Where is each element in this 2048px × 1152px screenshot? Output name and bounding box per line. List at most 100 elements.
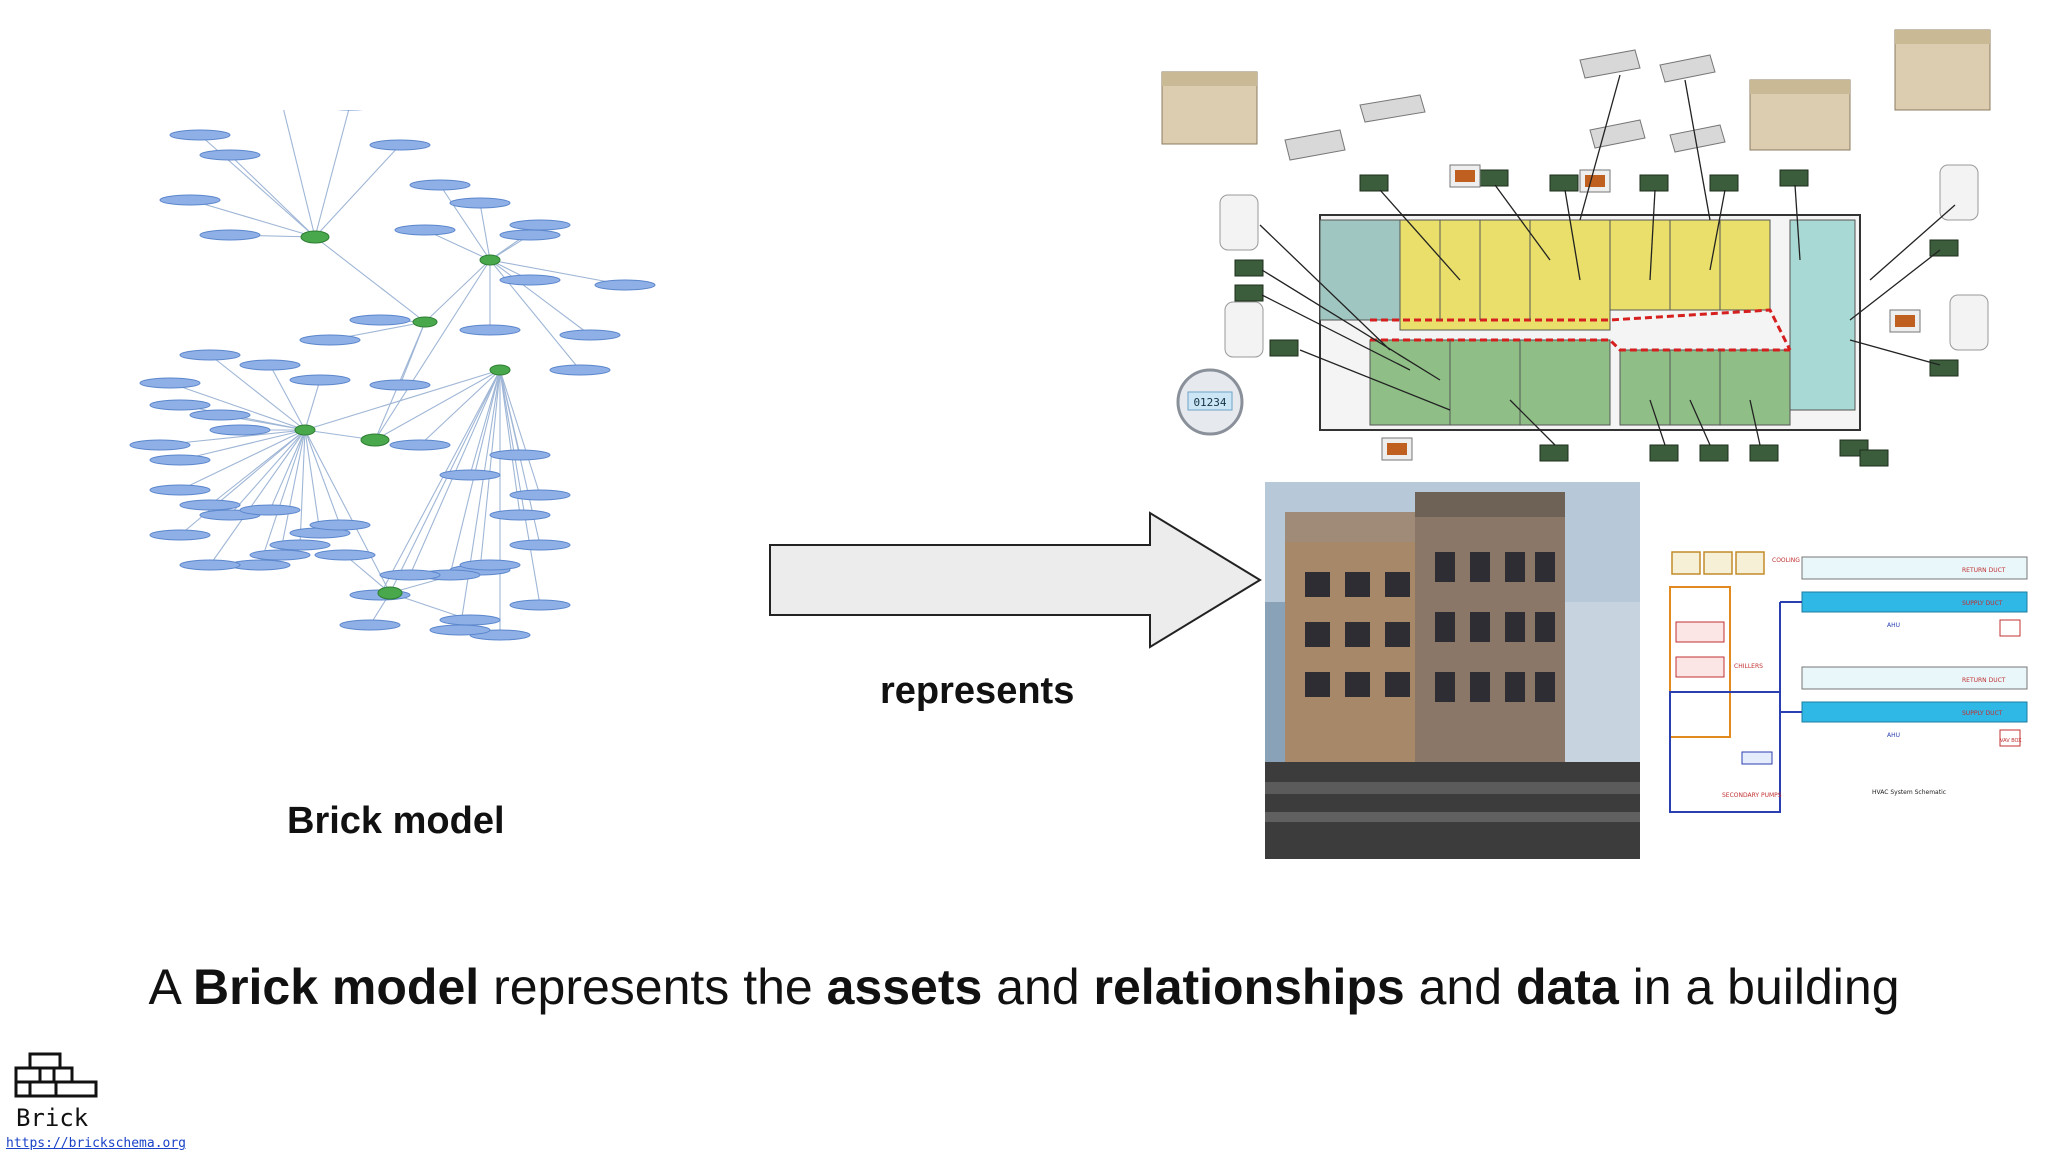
graph-node <box>489 509 551 521</box>
building-plan <box>1319 214 1861 431</box>
graph-edge <box>379 369 501 596</box>
graph-node <box>149 399 211 411</box>
graph-hub-node <box>294 424 316 436</box>
sensor-board-icon <box>1234 169 1959 467</box>
graph-edge <box>499 369 521 516</box>
graph-edge <box>479 202 491 261</box>
graph-edge <box>299 429 306 546</box>
graph-node <box>459 559 521 571</box>
brickschema-link[interactable]: https://brickschema.org <box>6 1136 187 1151</box>
graph-edge <box>344 554 391 594</box>
svg-text:RETURN DUCT: RETURN DUCT <box>1962 567 2006 574</box>
graph-node <box>594 279 656 291</box>
graph-node <box>309 519 371 531</box>
svg-text:HVAC System Schematic: HVAC System Schematic <box>1872 789 1946 796</box>
graph-node <box>549 364 611 376</box>
graph-node <box>199 149 261 161</box>
brick-logo-text: Brick <box>16 1104 89 1132</box>
graph-node <box>299 334 361 346</box>
graph-edge <box>283 110 316 238</box>
meter-icon: 01234 <box>1176 368 1244 436</box>
graph-edge <box>314 236 426 323</box>
graph-edge <box>179 429 306 536</box>
smart-plug-icon <box>1219 164 1989 358</box>
graph-edge <box>419 369 501 446</box>
tagline-text: in a building <box>1618 959 1900 1015</box>
graph-node <box>339 619 401 631</box>
graph-node <box>269 539 331 551</box>
tagline-assets: assets <box>826 959 983 1015</box>
graph-edge <box>209 429 306 506</box>
graph-node <box>289 374 351 386</box>
graph-edge <box>269 364 306 431</box>
graph-node <box>369 379 431 391</box>
graph-node <box>239 359 301 371</box>
graph-node <box>499 274 561 286</box>
graph-node <box>149 484 211 496</box>
brick-model-graph <box>129 110 656 641</box>
represents-arrow <box>769 511 1262 649</box>
floorplan-image: 01234 <box>1161 29 1991 467</box>
graph-node <box>179 499 241 511</box>
graph-node <box>239 504 301 516</box>
graph-hub-node <box>300 230 330 244</box>
graph-edge <box>179 429 306 461</box>
graph-hub-node <box>412 316 438 328</box>
graph-node <box>129 439 191 451</box>
graph-node <box>509 599 571 611</box>
graph-node <box>169 129 231 141</box>
brick-model-label: Brick model <box>287 800 505 842</box>
graph-node <box>179 559 241 571</box>
graph-node <box>189 409 251 421</box>
graph-node <box>559 329 621 341</box>
svg-text:01234: 01234 <box>1193 396 1226 409</box>
graph-node <box>459 324 521 336</box>
svg-text:RETURN DUCT: RETURN DUCT <box>1962 677 2006 684</box>
graph-node <box>314 549 376 561</box>
graph-node <box>149 454 211 466</box>
graph-edge <box>374 369 501 441</box>
graph-edge <box>499 369 541 496</box>
graph-edge <box>269 429 306 511</box>
graph-edge <box>209 354 306 431</box>
graph-edge <box>304 429 341 526</box>
graph-hub-node <box>360 433 390 447</box>
svg-text:CHILLERS: CHILLERS <box>1734 663 1763 670</box>
tagline: A Brick model represents the assets and … <box>0 958 2048 1016</box>
graph-edge <box>489 259 626 286</box>
svg-text:AHU: AHU <box>1887 732 1900 739</box>
graph-edge <box>189 199 316 238</box>
graph-node <box>199 229 261 241</box>
graph-edge <box>179 429 306 491</box>
tagline-relationships: relationships <box>1093 959 1405 1015</box>
graph-node <box>149 529 211 541</box>
graph-edge <box>169 382 306 431</box>
graph-node <box>409 179 471 191</box>
graph-node <box>369 139 431 151</box>
graph-node <box>509 489 571 501</box>
graph-edge <box>279 429 306 556</box>
brick-logo-icon <box>14 1052 98 1098</box>
graph-node <box>429 624 491 636</box>
graph-hub-node <box>479 254 501 266</box>
tagline-text: and <box>1404 959 1516 1015</box>
graph-edge <box>304 429 391 594</box>
svg-text:SUPPLY DUCT: SUPPLY DUCT <box>1962 600 2003 607</box>
graph-edge <box>479 369 501 571</box>
tagline-brick-model: Brick model <box>192 959 480 1015</box>
graph-edge <box>229 154 316 238</box>
tagline-data: data <box>1515 959 1619 1015</box>
tagline-text: and <box>982 959 1094 1015</box>
graph-edge <box>439 184 491 261</box>
graph-node <box>439 614 501 626</box>
graph-hub-node <box>489 364 511 376</box>
svg-text:SECONDARY PUMPS: SECONDARY PUMPS <box>1722 792 1782 799</box>
graph-edge <box>469 369 501 476</box>
svg-text:SUPPLY DUCT: SUPPLY DUCT <box>1962 710 2003 717</box>
graph-edge <box>314 110 350 238</box>
hvac-schematic: COOLING TOWERS CHILLERS SECONDARY PUMPS … <box>1662 542 2032 817</box>
graph-edge <box>314 144 401 238</box>
graph-edge <box>459 369 501 631</box>
thermostat-display-icon <box>1381 164 1921 461</box>
graph-node <box>249 549 311 561</box>
